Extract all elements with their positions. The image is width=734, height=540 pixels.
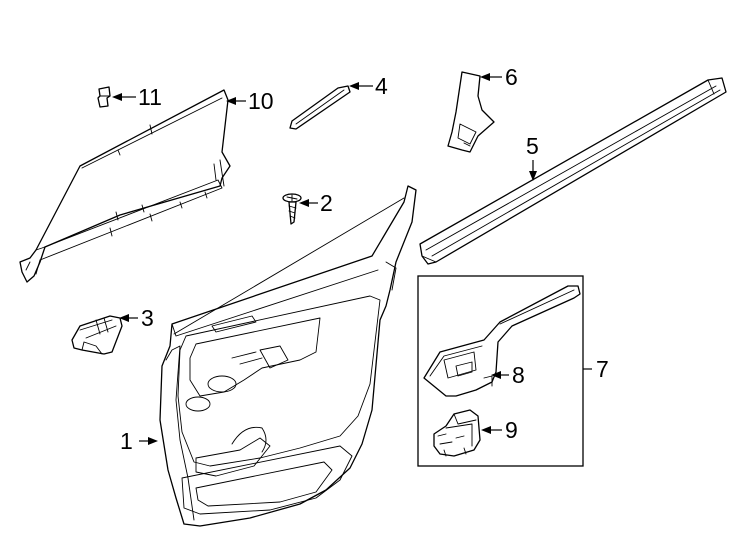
part-8-switch-bezel: [423, 285, 581, 397]
part-10-upper-trim: [19, 89, 231, 283]
leader-11: [112, 93, 136, 101]
leader-4: [349, 82, 373, 90]
part-9-window-switch: [433, 409, 481, 457]
leader-10: [226, 97, 246, 105]
part-1-door-panel: [159, 185, 417, 527]
callout-5: 5: [526, 133, 539, 159]
leader-8: [491, 371, 509, 379]
part-5-weatherstrip: [419, 77, 727, 265]
callout-6: 6: [505, 64, 518, 90]
callout-7: 7: [596, 356, 609, 382]
leader-6: [480, 73, 502, 81]
leader-3: [119, 314, 138, 322]
part-6-corner-trim: [447, 71, 495, 153]
callout-8: 8: [512, 362, 525, 388]
leader-5: [529, 160, 537, 181]
leader-2: [299, 199, 318, 207]
part-3-inner-handle: [71, 315, 123, 355]
callout-1: 1: [120, 428, 133, 454]
callout-4: 4: [375, 73, 388, 99]
part-11-clip: [97, 86, 111, 108]
part-7-group-box: [417, 275, 584, 467]
callout-9: 9: [505, 417, 518, 443]
callout-3: 3: [141, 305, 154, 331]
callout-2: 2: [320, 190, 333, 216]
callout-11: 11: [138, 84, 162, 110]
part-4-garnish: [289, 85, 351, 130]
part-2-screw: [282, 193, 302, 225]
leader-1: [139, 437, 158, 445]
callout-10: 10: [248, 88, 274, 114]
leader-9: [481, 426, 502, 434]
